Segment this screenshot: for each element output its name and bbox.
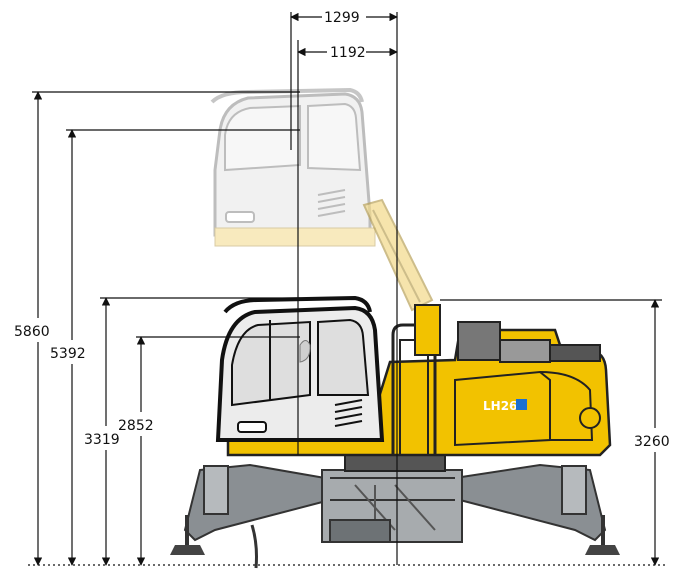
dim-height-3319: 3319 (84, 432, 120, 448)
dim-top-width-1192: 1192 (330, 45, 366, 61)
dim-height-2852: 2852 (118, 418, 154, 434)
operator-silhouette (299, 340, 311, 363)
undercarriage (170, 454, 620, 569)
dim-height-5860: 5860 (14, 324, 50, 340)
raised-cab-vent (317, 189, 346, 217)
dimension-lines (28, 12, 665, 566)
dim-height-5392: 5392 (50, 346, 86, 362)
dim-top-width-1299: 1299 (324, 10, 360, 26)
dim-height-3260: 3260 (634, 434, 670, 450)
raised-cab-ghost (210, 87, 376, 247)
model-badge-logo (516, 399, 527, 410)
model-badge-text: LH26 (483, 399, 517, 413)
model-badge: LH26 (483, 399, 527, 413)
cab-vent (334, 399, 363, 427)
cab-headlight (237, 421, 267, 433)
operator-cab (215, 295, 385, 442)
cab-lift-boom-ghost (362, 198, 434, 312)
